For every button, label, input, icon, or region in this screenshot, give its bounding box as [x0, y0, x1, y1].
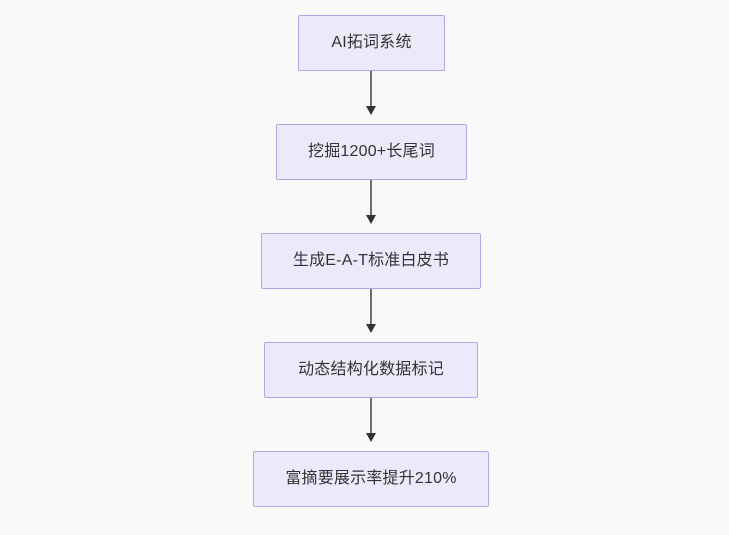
flow-node-label: 生成E-A-T标准白皮书	[292, 252, 450, 270]
flow-node-label: 挖掘1200+长尾词	[308, 143, 435, 161]
flow-node-dynamic-structured-data-markup[interactable]: 动态结构化数据标记	[264, 342, 478, 398]
arrowhead-icon	[365, 106, 376, 115]
edge-line	[369, 71, 373, 106]
flow-node-generate-eat-whitepaper[interactable]: 生成E-A-T标准白皮书	[261, 233, 481, 289]
arrowhead-icon	[365, 324, 376, 333]
flow-node-label: 动态结构化数据标记	[298, 361, 444, 379]
arrowhead-icon	[365, 433, 376, 442]
flow-node-label: 富摘要展示率提升210%	[285, 470, 457, 488]
edge-line	[369, 289, 373, 324]
flow-node-ai-keyword-system[interactable]: AI拓词系统	[298, 15, 445, 71]
flow-node-rich-snippet-impression-uplift[interactable]: 富摘要展示率提升210%	[253, 451, 489, 507]
edge-line	[369, 398, 373, 433]
arrowhead-icon	[365, 215, 376, 224]
edge-line	[369, 180, 373, 215]
flow-node-mine-longtail-keywords[interactable]: 挖掘1200+长尾词	[276, 124, 467, 180]
flow-node-label: AI拓词系统	[331, 34, 412, 52]
